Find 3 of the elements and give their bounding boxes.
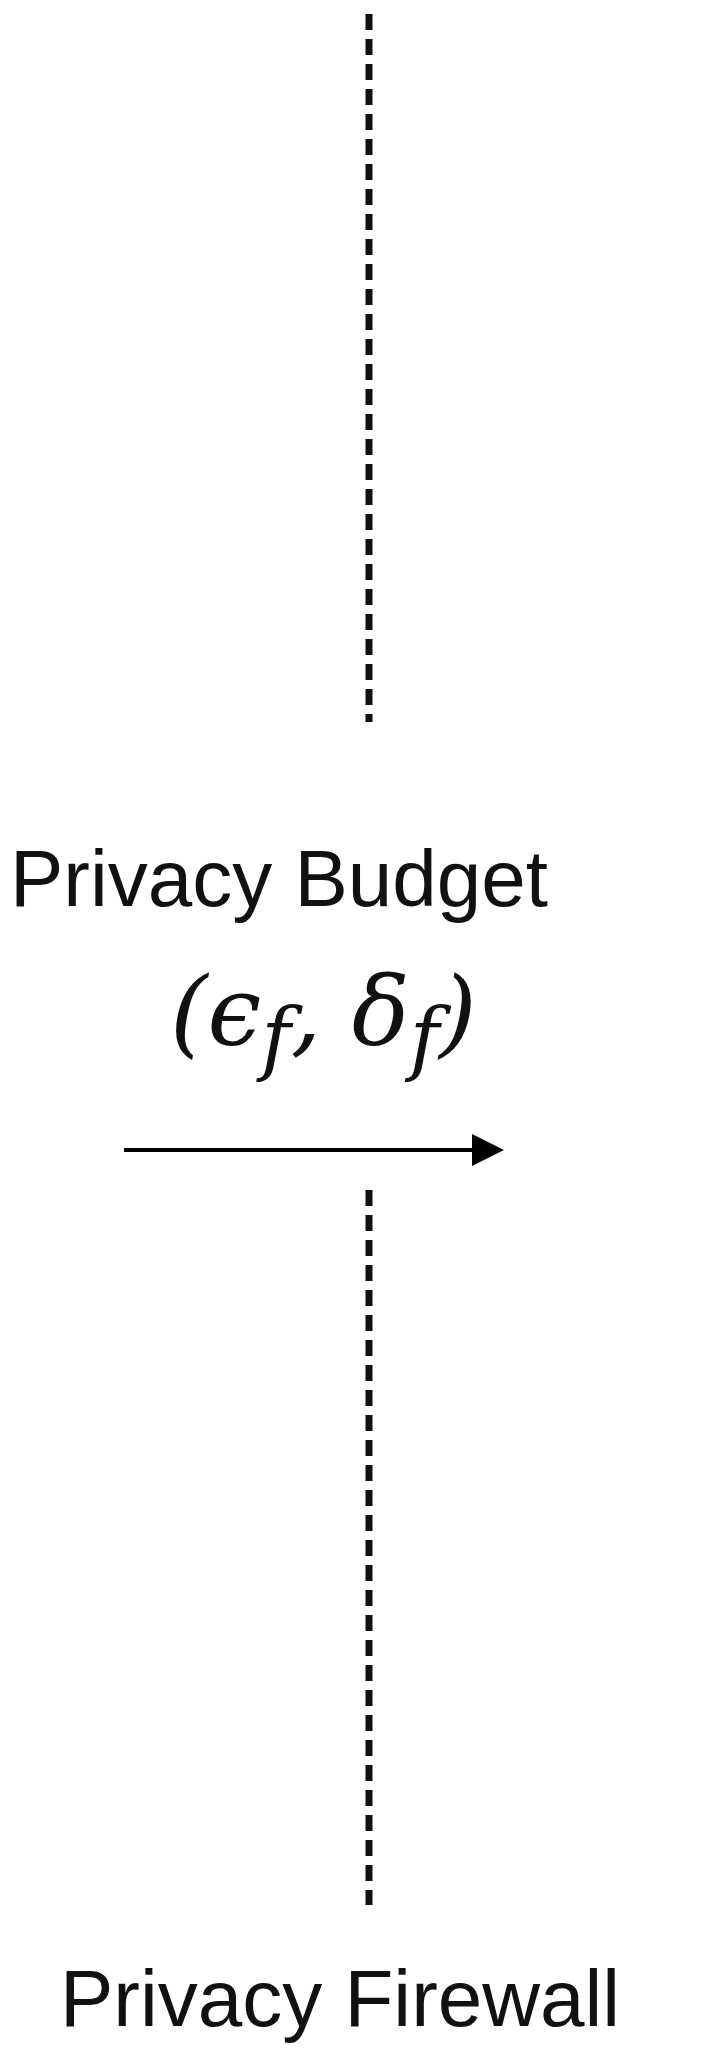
formula-text: (ϵ$_{f}$, δ$_{f}$) <box>170 960 477 1083</box>
heading-text: Privacy Budget <box>10 835 549 923</box>
heading-text: Privacy Firewall <box>60 1955 621 2043</box>
